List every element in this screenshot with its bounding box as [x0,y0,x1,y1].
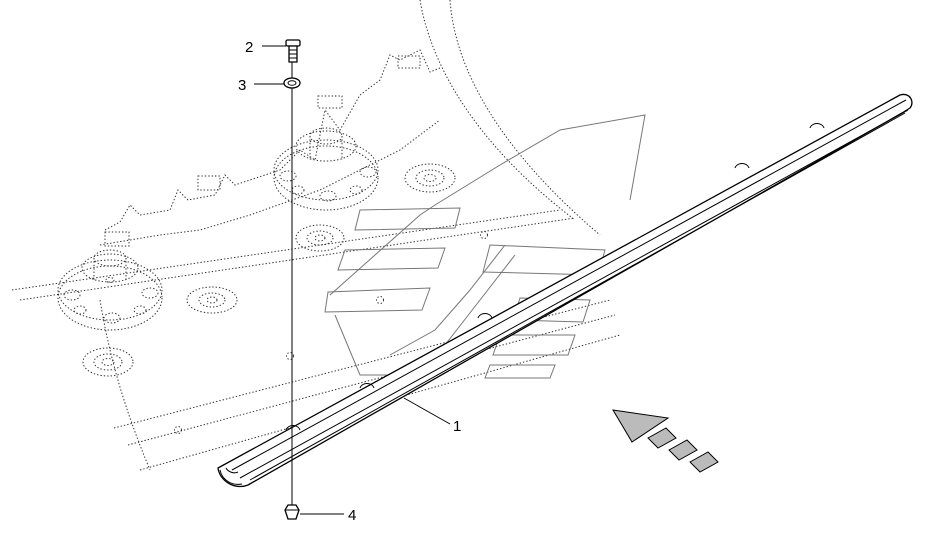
screw-part-2 [285,39,301,63]
leader-lines [254,45,451,515]
callout-2: 2 [245,39,253,56]
nut-part-4 [284,504,300,520]
callout-4: 4 [348,507,356,524]
callout-3: 3 [238,77,246,94]
disc-hub-right [273,127,379,211]
bearing-rings [82,163,456,377]
guide-rail-part-1 [217,93,913,488]
washer-part-3 [283,77,301,89]
cutterbar-housing [11,0,621,471]
travel-direction-arrow-icon [612,409,719,473]
disc-hub-left [57,249,163,331]
callout-1: 1 [453,418,461,435]
